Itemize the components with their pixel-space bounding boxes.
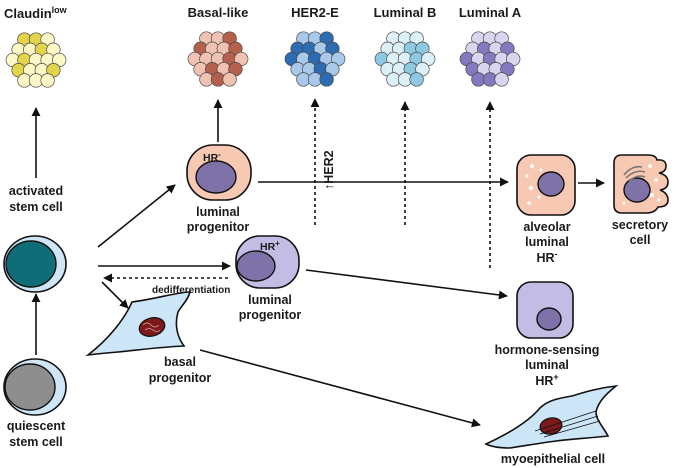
claudin-low-cluster [5, 32, 67, 88]
quiescent-stem-label-2: stem cell [9, 435, 63, 449]
luminal-b-cluster [374, 31, 436, 87]
vesicle [654, 178, 658, 182]
hormone-sensing-label-3: HR+ [535, 372, 558, 388]
basal-prog-label-1: basal [164, 355, 196, 369]
alveolar-label-2: luminal [525, 235, 569, 249]
lumpos-hr-label: HR+ [260, 239, 280, 253]
dashed-arrows [103, 98, 495, 283]
basal-prog-nucleus [138, 317, 166, 337]
vesicle [622, 201, 626, 205]
cluster-cell [40, 73, 55, 88]
cluster-cell [409, 72, 424, 87]
lumpos-nucleus [236, 250, 276, 282]
alveolar-luminal-cell [516, 154, 576, 216]
vesicle [527, 201, 531, 205]
activated-stem-cell [3, 235, 67, 293]
arrow-lumpos-to-hormone-sensing [305, 269, 508, 300]
alveolar-label-3: HR- [536, 249, 557, 265]
vesicle [657, 198, 661, 202]
quiescent-stem-cell [3, 358, 67, 416]
luminal-b-label: Luminal B [374, 5, 437, 20]
vesicle [530, 164, 534, 168]
alveolar-label-1: alveolar [523, 220, 570, 234]
vesicle [525, 174, 529, 178]
lumneg-nucleus [195, 160, 237, 194]
lumpos-label-1: luminal [248, 293, 292, 307]
basal-like-cluster [187, 31, 249, 87]
luminal-progenitor-hr-pos [235, 235, 300, 289]
luminal-a-label: Luminal A [459, 5, 522, 20]
activated-stem-nucleus [5, 240, 57, 288]
claudin-low-label: Claudinlow [4, 5, 68, 21]
cluster-cell [222, 72, 237, 87]
quiescent-stem-nucleus [4, 363, 56, 411]
vesicle [539, 168, 543, 172]
myoepithelial-filaments [534, 410, 601, 438]
vesicle [648, 164, 652, 168]
lumpos-label-2: progenitor [239, 308, 302, 322]
vesicle [537, 195, 541, 199]
secretory-cell [613, 154, 669, 214]
myoepithelial-label: myoepithelial cell [501, 452, 605, 466]
arrow-activated-to-basal-prog [101, 281, 129, 309]
her2-annotation: ↑HER2 [322, 150, 336, 190]
arrows [31, 99, 605, 428]
secretory-golgi [623, 165, 646, 182]
hormone-sensing-label-2: luminal [525, 358, 569, 372]
cluster-cell [494, 72, 509, 87]
activated-stem-label-1: activated [9, 184, 63, 198]
hormone-sensing-cell [516, 281, 574, 339]
vesicle [528, 185, 534, 191]
secretory-nucleus [623, 177, 651, 203]
hormone-sensing-nucleus [536, 307, 562, 331]
secretory-label-1: secretory [612, 218, 668, 232]
basal-prog-membrane [85, 291, 192, 357]
basal-like-label: Basal-like [188, 5, 249, 20]
dedifferentiation-label: dedifferentiation [152, 285, 230, 296]
secretory-label-2: cell [630, 233, 651, 247]
basal-prog-chromatin [142, 322, 161, 332]
basal-prog-label-2: progenitor [149, 371, 212, 385]
alveolar-vesicles [525, 164, 543, 205]
secretory-vesicles [622, 164, 661, 205]
alveolar-nucleus [537, 171, 565, 197]
luminal-progenitor-hr-neg [186, 144, 252, 201]
lumneg-hr-label: HR- [203, 150, 221, 164]
lumneg-label-1: luminal [196, 205, 240, 219]
hormone-sensing-label-1: hormone-sensing [495, 343, 600, 357]
her2-e-label: HER2-E [291, 5, 339, 20]
myoepithelial-cell [484, 384, 619, 449]
cluster-cell [319, 72, 334, 87]
lumneg-label-2: progenitor [187, 220, 250, 234]
quiescent-stem-label-1: quiescent [7, 419, 66, 433]
activated-stem-label-2: stem cell [9, 200, 63, 214]
her2-enriched-cluster [284, 31, 346, 87]
basal-progenitor [85, 291, 192, 357]
arrow-activated-to-lumneg [97, 184, 176, 248]
luminal-a-cluster [459, 31, 521, 87]
vesicle [650, 193, 654, 197]
arrow-basal-to-myoepithelial [199, 349, 481, 428]
myoepithelial-membrane [484, 384, 619, 449]
